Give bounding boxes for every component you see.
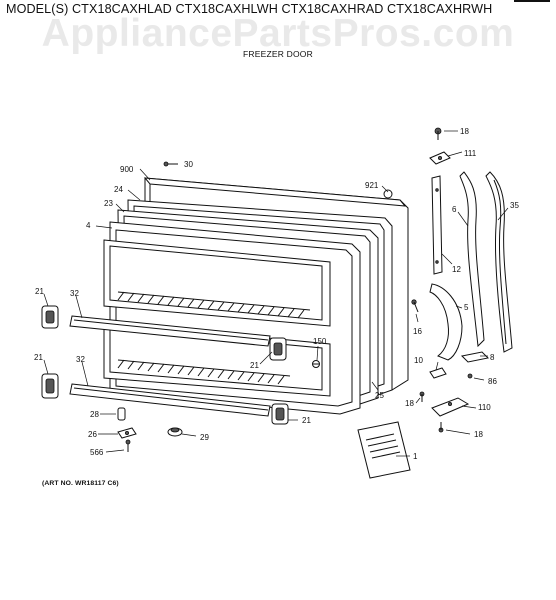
part-12-hinge-bar <box>431 175 443 275</box>
diagram-title: FREEZER DOOR <box>243 49 313 59</box>
model-numbers: MODEL(S) CTX18CAXHLAD CTX18CAXHLWH CTX18… <box>6 2 493 16</box>
label-4: 4 <box>86 221 91 230</box>
part-18-mid-screw <box>419 391 425 402</box>
door-liner <box>103 221 361 415</box>
part-566-screw <box>125 439 131 452</box>
label-6: 6 <box>452 205 457 214</box>
watermark: AppliancePartsPros.com <box>41 12 515 55</box>
label-28: 28 <box>90 410 99 419</box>
label-21-a: 21 <box>35 287 44 296</box>
part-150-screw <box>312 360 320 368</box>
part-18-top-screw <box>434 127 442 140</box>
part-10-hinge-pin <box>429 367 447 379</box>
label-21-b: 21 <box>250 361 259 370</box>
shelf-cap-left-upper <box>41 305 59 329</box>
label-29: 29 <box>200 433 209 442</box>
part-16-screw <box>411 299 419 313</box>
label-900: 900 <box>120 165 134 174</box>
label-18-bottom: 18 <box>474 430 483 439</box>
label-110: 110 <box>478 403 491 412</box>
label-21-d: 21 <box>302 416 311 425</box>
part-35-handle <box>485 171 513 353</box>
shelf-cap-left-lower <box>41 373 59 399</box>
label-32-b: 32 <box>76 355 85 364</box>
label-16: 16 <box>413 327 422 336</box>
shelf-bar-lower <box>69 383 271 417</box>
part-111-hinge-cap <box>429 151 451 165</box>
label-24: 24 <box>114 185 123 194</box>
label-12: 12 <box>452 265 461 274</box>
part-5-handle-bracket <box>429 283 463 361</box>
header-rule <box>514 0 550 2</box>
part-1-manual <box>357 421 411 479</box>
shelf-cap-right-lower <box>271 403 289 425</box>
part-86-screw <box>467 373 473 379</box>
label-86: 86 <box>488 377 497 386</box>
part-8-lower-bracket <box>460 351 490 363</box>
label-8: 8 <box>490 353 495 362</box>
label-18-top: 18 <box>460 127 469 136</box>
label-25: 25 <box>375 391 384 400</box>
label-10: 10 <box>414 356 423 365</box>
shelf-bar-upper <box>69 315 271 347</box>
part-6-handle-trim <box>459 171 485 348</box>
label-1: 1 <box>413 452 418 461</box>
art-number: (ART NO. WR18117 C6) <box>42 480 119 487</box>
header: MODEL(S) CTX18CAXHLAD CTX18CAXHLWH CTX18… <box>0 0 556 22</box>
label-150: 150 <box>313 337 327 346</box>
part-26-bracket <box>117 427 137 439</box>
label-23: 23 <box>104 199 113 208</box>
label-5: 5 <box>464 303 469 312</box>
label-111: 111 <box>464 149 477 158</box>
part-110-bottom-hinge <box>431 397 470 417</box>
label-566: 566 <box>90 448 104 457</box>
label-921: 921 <box>365 181 379 190</box>
label-21-c: 21 <box>34 353 43 362</box>
shelf-cap-right-upper <box>269 337 287 361</box>
label-35: 35 <box>510 201 519 210</box>
label-26: 26 <box>88 430 97 439</box>
part-28-spacer <box>117 407 126 421</box>
label-32-a: 32 <box>70 289 79 298</box>
part-29-plug <box>167 427 183 437</box>
label-18-mid: 18 <box>405 399 414 408</box>
callout-labels: 900 30 24 23 4 921 18 111 6 35 12 21 32 … <box>34 127 519 461</box>
label-30: 30 <box>184 160 193 169</box>
part-30-screw <box>163 161 178 167</box>
part-18-bottom-screw <box>438 422 444 433</box>
leader-lines <box>43 130 509 457</box>
